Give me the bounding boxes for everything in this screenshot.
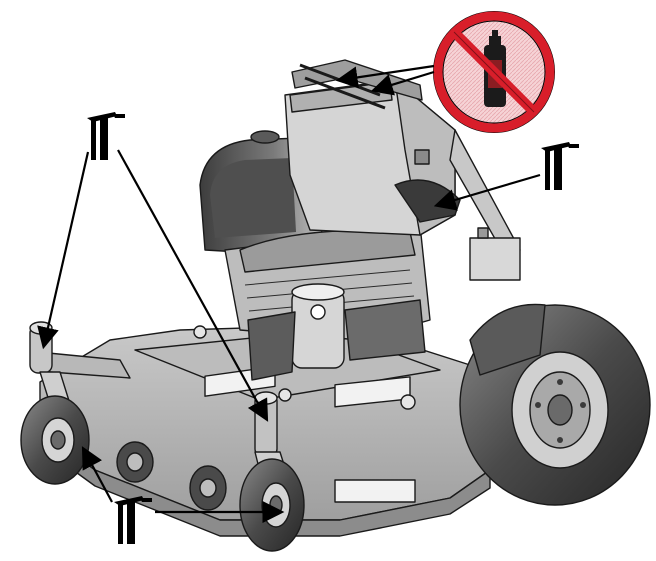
mower [20,59,651,552]
arrow-to-handle-right [370,70,435,96]
header-text [318,0,656,10]
arrow-to-left-caster-arm [37,151,90,350]
oil-filter [291,289,345,369]
no-spray-can-icon [433,11,555,133]
grease-gun-icon [541,142,579,190]
anti-scalp-rollers [116,441,227,511]
arrow-to-handle-left [335,64,435,89]
left-front-caster-wheel [20,371,90,485]
arrow-to-center-caster [117,149,269,422]
grease-gun-icon [87,112,125,160]
arrow-to-pivot [433,173,541,211]
grease-gun-icon [114,496,152,544]
arrow-to-left-wheel [81,446,113,503]
callout-arrows [37,64,541,523]
